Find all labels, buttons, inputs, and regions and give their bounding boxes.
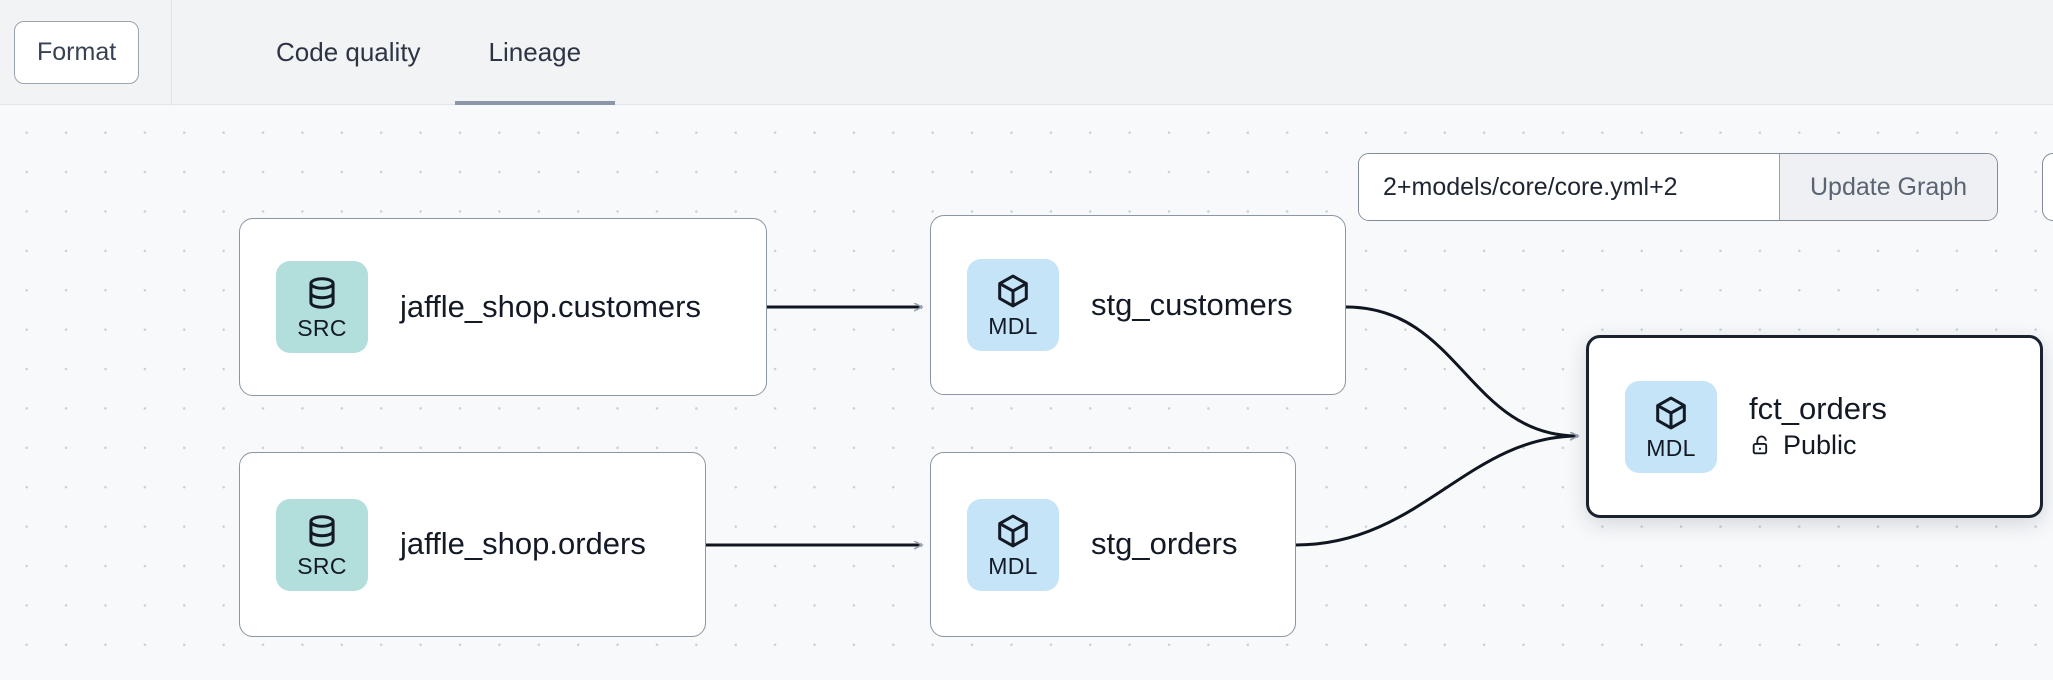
lineage-node-src-orders[interactable]: SRC jaffle_shop.orders: [239, 452, 706, 637]
graph-selector-input[interactable]: [1359, 154, 1779, 220]
cube-icon: [1656, 396, 1686, 429]
node-visibility-label: Public: [1783, 430, 1857, 461]
tab-lineage[interactable]: Lineage: [454, 0, 616, 105]
lineage-node-src-customers[interactable]: SRC jaffle_shop.customers: [239, 218, 767, 396]
node-text-group: stg_customers: [1091, 286, 1293, 323]
badge-mdl: MDL: [1625, 380, 1717, 473]
badge-src: SRC: [276, 261, 368, 353]
database-icon: [309, 277, 335, 309]
node-text-group: jaffle_shop.customers: [400, 288, 701, 325]
tab-bar: Code quality Lineage: [172, 0, 615, 105]
badge-label: MDL: [988, 313, 1038, 339]
badge-label: MDL: [1646, 434, 1696, 461]
cube-icon: [998, 274, 1028, 308]
unlock-icon: [1752, 435, 1768, 455]
format-button[interactable]: Format: [14, 20, 140, 84]
toolbar-left-group: Format: [0, 0, 172, 105]
node-text-group: fct_orders Public: [1749, 390, 1887, 462]
badge-label: MDL: [988, 552, 1038, 579]
node-title: stg_orders: [1091, 526, 1238, 562]
tab-code-quality[interactable]: Code quality: [276, 36, 421, 67]
badge-label: SRC: [297, 552, 347, 579]
node-title: fct_orders: [1749, 390, 1887, 426]
node-visibility: Public: [1749, 430, 1887, 461]
badge-src: SRC: [276, 498, 368, 591]
lineage-node-fct-orders[interactable]: MDL fct_orders Public: [1586, 335, 2043, 518]
lineage-node-stg-customers[interactable]: MDL stg_customers: [930, 215, 1346, 395]
badge-mdl: MDL: [967, 259, 1059, 351]
top-toolbar: Format Code quality Lineage: [0, 0, 2053, 105]
node-title: jaffle_shop.orders: [400, 526, 646, 562]
edge-stg-orders-to-fct-orders: [1295, 436, 1578, 547]
cube-icon: [998, 514, 1028, 547]
node-title: stg_customers: [1091, 286, 1293, 322]
edge-stg-customers-to-fct-orders: [1345, 305, 1578, 436]
graph-selector-toolbar: Update Graph: [1358, 153, 1999, 221]
update-graph-button[interactable]: Update Graph: [1779, 154, 1998, 220]
badge-mdl: MDL: [967, 498, 1059, 591]
node-title: jaffle_shop.customers: [400, 288, 701, 324]
node-text-group: stg_orders: [1091, 526, 1238, 562]
lineage-canvas[interactable]: Update Graph SRC jaffle_shop.customers M…: [0, 105, 2053, 680]
lineage-node-stg-orders[interactable]: MDL stg_orders: [930, 452, 1296, 637]
node-text-group: jaffle_shop.orders: [400, 526, 646, 562]
database-icon: [309, 514, 335, 547]
toolbar-overflow-panel[interactable]: [2042, 153, 2053, 221]
badge-label: SRC: [297, 315, 347, 341]
